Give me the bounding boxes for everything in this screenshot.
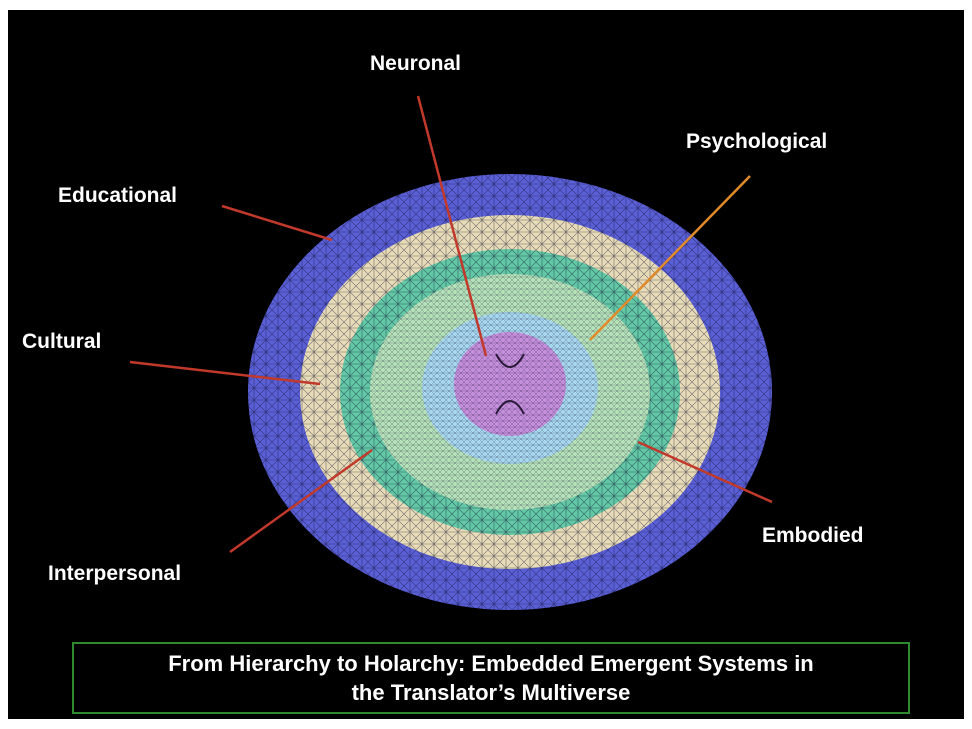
- label-cultural: Cultural: [22, 330, 101, 354]
- caption-box: From Hierarchy to Holarchy: Embedded Eme…: [72, 642, 910, 714]
- slide: Neuronal Psychological Educational Cultu…: [8, 10, 964, 719]
- leader-educational: [222, 206, 332, 240]
- label-embodied: Embodied: [762, 524, 864, 548]
- holarchy-diagram: [8, 10, 964, 719]
- label-psychological: Psychological: [686, 130, 827, 154]
- label-educational: Educational: [58, 184, 177, 208]
- caption-line-2: the Translator’s Multiverse: [352, 678, 631, 707]
- label-neuronal: Neuronal: [370, 52, 461, 76]
- caption-line-1: From Hierarchy to Holarchy: Embedded Eme…: [168, 649, 814, 678]
- core-neuronal-mesh: [454, 332, 566, 436]
- label-interpersonal: Interpersonal: [48, 562, 181, 586]
